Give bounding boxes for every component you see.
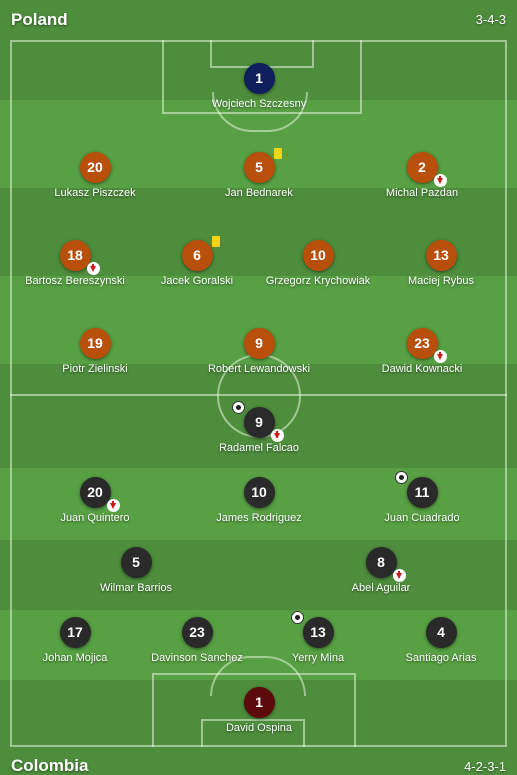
player-number-badge: 13 bbox=[310, 624, 326, 640]
player-name: Dawid Kownacki bbox=[381, 363, 463, 375]
player-number-badge: 8 bbox=[377, 554, 385, 570]
substitution-out-icon bbox=[392, 569, 406, 582]
player-badge-wrap: 9 bbox=[231, 401, 284, 442]
away-team-name: Colombia bbox=[11, 756, 89, 775]
player-poland-def-1[interactable]: 20 Lukasz Piszczek bbox=[30, 152, 160, 199]
player-colombia-am-2[interactable]: 10 James Rodriguez bbox=[194, 477, 324, 524]
player-name: Bartosz Bereszynski bbox=[25, 275, 125, 287]
player-poland-mid-2[interactable]: 6 Jacek Goralski bbox=[132, 236, 262, 287]
player-colombia-def-1[interactable]: 17 Johan Mojica bbox=[10, 617, 140, 664]
player-poland-def-3[interactable]: 2 Michal Pazdan bbox=[357, 152, 487, 199]
player-name: Wilmar Barrios bbox=[99, 582, 173, 594]
substitution-out-icon bbox=[433, 350, 447, 363]
substitution-out-icon bbox=[86, 262, 100, 275]
player-number-badge: 11 bbox=[414, 484, 430, 500]
player-badge-wrap: 11 bbox=[394, 471, 438, 508]
home-team-name: Poland bbox=[11, 10, 68, 29]
player-colombia-am-3[interactable]: 11 Juan Cuadrado bbox=[357, 471, 487, 524]
player-number-badge: 20 bbox=[79, 152, 111, 183]
player-number-badge: 5 bbox=[120, 547, 152, 578]
player-badge-wrap: 23 bbox=[406, 328, 447, 363]
player-colombia-dm-2[interactable]: 8 Abel Aguilar bbox=[316, 547, 446, 594]
player-number-badge: 1 bbox=[243, 687, 275, 718]
goal-ball-icon bbox=[290, 611, 304, 624]
player-number-badge: 23 bbox=[414, 335, 430, 351]
player-badge-wrap: 6 bbox=[181, 236, 220, 271]
player-name: Jacek Goralski bbox=[160, 275, 234, 287]
player-name: Lukasz Piszczek bbox=[54, 187, 136, 199]
player-badge-wrap: 13 bbox=[290, 611, 334, 648]
player-number-badge: 10 bbox=[302, 240, 334, 271]
player-number-badge: 9 bbox=[243, 328, 275, 359]
player-name: David Ospina bbox=[225, 722, 293, 734]
grass-stripe bbox=[0, 540, 517, 610]
player-number-badge: 18 bbox=[67, 247, 83, 263]
player-number-badge: 4 bbox=[425, 617, 457, 648]
player-name: Radamel Falcao bbox=[218, 442, 300, 454]
player-badge-wrap: 20 bbox=[79, 477, 120, 512]
player-colombia-def-4[interactable]: 4 Santiago Arias bbox=[376, 617, 506, 664]
player-name: Yerry Mina bbox=[291, 652, 345, 664]
home-formation: 3-4-3 bbox=[475, 12, 506, 27]
substitution-out-icon bbox=[106, 499, 120, 512]
player-poland-fwd-1[interactable]: 19 Piotr Zielinski bbox=[30, 328, 160, 375]
player-name: Robert Lewandowski bbox=[207, 363, 311, 375]
player-number-badge: 13 bbox=[425, 240, 457, 271]
player-poland-def-2[interactable]: 5 Jan Bednarek bbox=[194, 148, 324, 199]
player-name: Maciej Rybus bbox=[407, 275, 475, 287]
player-colombia-st[interactable]: 9 Radamel Falcao bbox=[194, 401, 324, 454]
player-colombia-dm-1[interactable]: 5 Wilmar Barrios bbox=[71, 547, 201, 594]
bottom-goal-box bbox=[201, 719, 305, 747]
player-badge-wrap: 5 bbox=[243, 148, 282, 183]
yellow-card-icon bbox=[273, 148, 282, 159]
yellow-card-icon bbox=[211, 236, 220, 247]
substitution-out-icon bbox=[270, 429, 284, 442]
player-name: Michal Pazdan bbox=[385, 187, 459, 199]
player-name: Juan Quintero bbox=[60, 512, 130, 524]
player-poland-mid-1[interactable]: 18 Bartosz Bereszynski bbox=[10, 240, 140, 287]
player-poland-fwd-3[interactable]: 23 Dawid Kownacki bbox=[357, 328, 487, 375]
player-poland-gk[interactable]: 1 Wojciech Szczesny bbox=[194, 63, 324, 110]
goal-ball-icon bbox=[394, 471, 408, 484]
player-number-badge: 5 bbox=[255, 159, 263, 175]
player-number-badge: 9 bbox=[255, 414, 263, 430]
substitution-out-icon bbox=[433, 174, 447, 187]
player-name: Johan Mojica bbox=[42, 652, 108, 664]
player-colombia-gk[interactable]: 1 David Ospina bbox=[194, 687, 324, 734]
away-formation: 4-2-3-1 bbox=[464, 759, 506, 774]
player-name: Santiago Arias bbox=[405, 652, 477, 664]
player-badge-wrap: 18 bbox=[59, 240, 100, 275]
player-number-badge: 20 bbox=[87, 484, 103, 500]
player-number-badge: 17 bbox=[59, 617, 91, 648]
player-name: Juan Cuadrado bbox=[384, 512, 460, 524]
player-name: Abel Aguilar bbox=[351, 582, 411, 594]
player-number-badge: 10 bbox=[243, 477, 275, 508]
player-name: James Rodriguez bbox=[216, 512, 302, 524]
player-number-badge: 19 bbox=[79, 328, 111, 359]
player-badge-wrap: 8 bbox=[365, 547, 406, 582]
player-colombia-def-2[interactable]: 23 Davinson Sanchez bbox=[132, 617, 262, 664]
player-number-badge: 6 bbox=[193, 247, 201, 263]
player-poland-mid-4[interactable]: 13 Maciej Rybus bbox=[376, 240, 506, 287]
player-name: Wojciech Szczesny bbox=[211, 98, 307, 110]
goal-ball-icon bbox=[231, 401, 245, 414]
player-badge-wrap: 2 bbox=[406, 152, 447, 187]
player-poland-fwd-2[interactable]: 9 Robert Lewandowski bbox=[194, 328, 324, 375]
player-poland-mid-3[interactable]: 10 Grzegorz Krychowiak bbox=[253, 240, 383, 287]
player-colombia-am-1[interactable]: 20 Juan Quintero bbox=[30, 477, 160, 524]
player-name: Jan Bednarek bbox=[225, 187, 293, 199]
player-number-badge: 23 bbox=[181, 617, 213, 648]
player-number-badge: 2 bbox=[418, 159, 426, 175]
player-colombia-def-3[interactable]: 13 Yerry Mina bbox=[253, 611, 383, 664]
player-number-badge: 1 bbox=[243, 63, 275, 94]
player-name: Grzegorz Krychowiak bbox=[265, 275, 371, 287]
player-name: Piotr Zielinski bbox=[62, 363, 128, 375]
player-name: Davinson Sanchez bbox=[151, 652, 243, 664]
pitch-boundary-line bbox=[10, 40, 507, 747]
